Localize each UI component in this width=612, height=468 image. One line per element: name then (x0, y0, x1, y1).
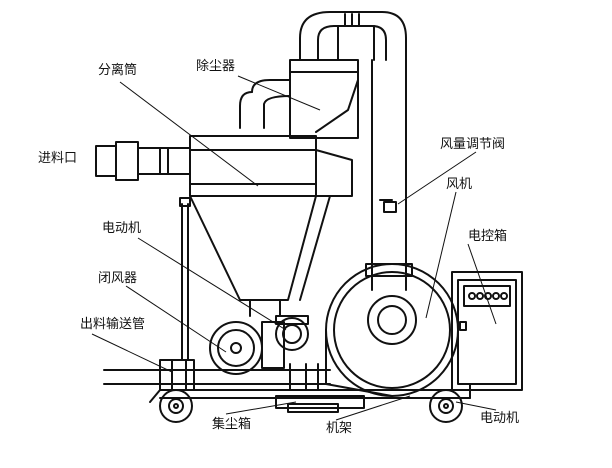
dust-remover (239, 59, 359, 139)
inlet-duct (95, 141, 191, 181)
leader-air-valve (397, 151, 477, 205)
label-frame: 机架 (326, 421, 353, 436)
label-dust-remover: 除尘器 (196, 59, 236, 74)
leader-frame (335, 395, 411, 421)
leader-outlet-pipe (91, 333, 173, 373)
label-fan: 风机 (446, 177, 473, 192)
label-separator: 分离筒 (98, 63, 138, 78)
label-inlet: 进料口 (38, 151, 78, 166)
label-motor-left: 电动机 (102, 221, 142, 236)
control-box (451, 271, 523, 391)
airlock (209, 321, 285, 375)
label-control-box: 电控箱 (468, 229, 508, 244)
leader-motor-left (137, 237, 287, 331)
label-airlock: 闭风器 (98, 271, 138, 286)
leader-dust-box (225, 401, 297, 415)
dust-box (275, 395, 365, 413)
air-valve (383, 201, 397, 213)
fan (325, 263, 459, 397)
label-air-valve: 风量调节阀 (440, 137, 506, 152)
leader-separator (119, 81, 259, 187)
motor-left (275, 315, 309, 351)
wheel-left (159, 389, 193, 423)
leader-fan (425, 191, 457, 319)
label-outlet-pipe: 出料输送管 (80, 317, 146, 332)
top-elbow-duct (299, 11, 407, 61)
frame (149, 383, 471, 403)
leader-airlock (125, 285, 227, 353)
separator (189, 135, 353, 317)
wheel-right (429, 389, 463, 423)
leader-dust-remover (237, 75, 321, 111)
leader-control-box (467, 243, 497, 325)
label-motor-right: 电动机 (480, 411, 520, 426)
label-dust-box: 集尘箱 (212, 417, 252, 432)
leader-motor-right (455, 401, 497, 411)
fan-pipe (365, 59, 413, 291)
support-strut (179, 197, 191, 361)
